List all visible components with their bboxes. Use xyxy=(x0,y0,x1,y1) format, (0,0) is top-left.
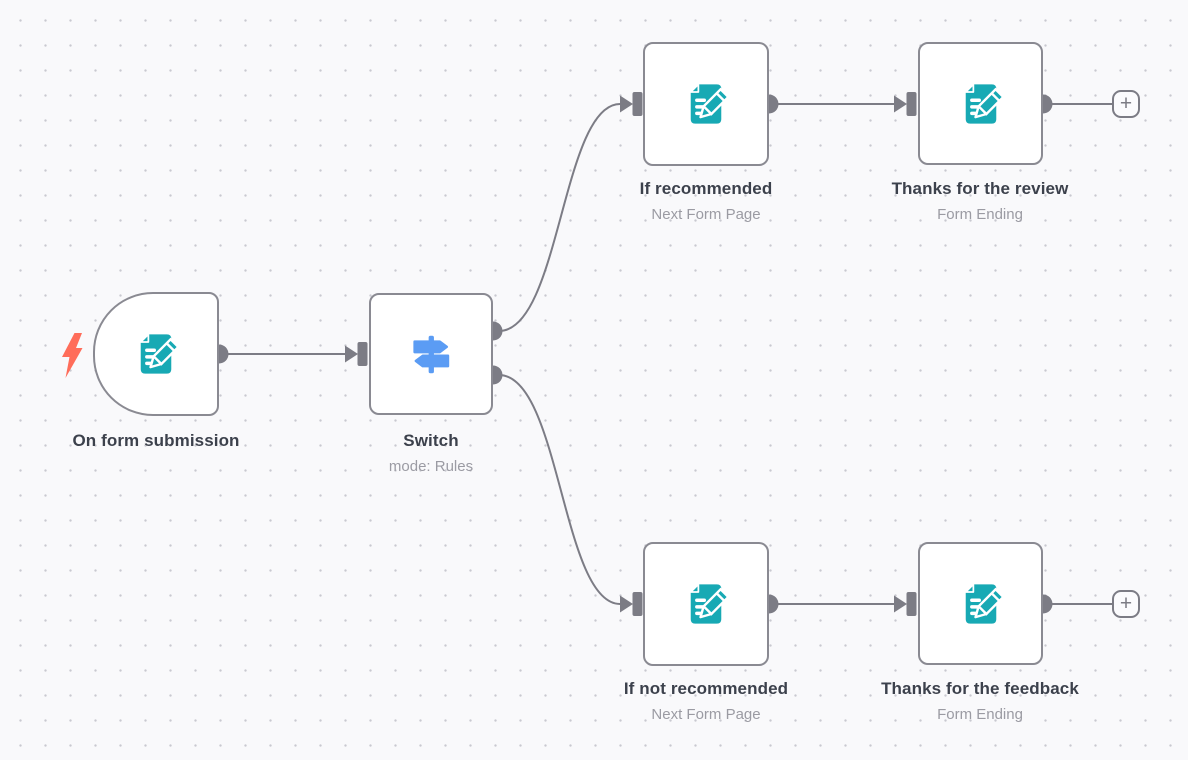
connection-switch-if-not-recommended[interactable] xyxy=(498,374,621,605)
node-box[interactable] xyxy=(369,293,493,415)
signpost-icon xyxy=(405,331,457,378)
node-box[interactable] xyxy=(93,292,219,416)
node-label: Thanks for the review Form Ending xyxy=(830,178,1130,226)
node-subtitle: Form Ending xyxy=(937,206,1023,223)
node-on-form-submission[interactable] xyxy=(93,292,219,416)
node-if-not-recommended[interactable] xyxy=(643,542,769,666)
node-title: Thanks for the feedback xyxy=(881,679,1079,698)
add-node-button[interactable]: + xyxy=(1112,590,1140,618)
input-port[interactable] xyxy=(357,342,368,366)
connection-arrow-icon xyxy=(345,345,358,363)
node-thanks-for-the-review[interactable] xyxy=(918,42,1043,165)
connection-arrow-icon xyxy=(620,595,633,613)
input-port[interactable] xyxy=(906,92,917,116)
node-title: On form submission xyxy=(72,431,240,450)
node-label: Switch mode: Rules xyxy=(281,430,581,478)
form-pencil-icon xyxy=(957,580,1005,628)
input-port[interactable] xyxy=(906,592,917,616)
node-box[interactable] xyxy=(643,542,769,666)
node-subtitle: mode: Rules xyxy=(388,458,474,475)
connection-arrow-icon xyxy=(894,595,907,613)
form-pencil-icon xyxy=(682,580,730,628)
plus-icon: + xyxy=(1119,591,1133,615)
add-node-button[interactable]: + xyxy=(1112,90,1140,118)
node-box[interactable] xyxy=(918,42,1043,165)
connection-arrow-icon xyxy=(620,95,633,113)
node-title: If recommended xyxy=(639,179,773,198)
form-pencil-icon xyxy=(132,330,180,378)
node-label: On form submission xyxy=(6,430,306,452)
node-box[interactable] xyxy=(918,542,1043,665)
node-label: Thanks for the feedback Form Ending xyxy=(830,678,1130,726)
trigger-bolt-icon xyxy=(61,333,83,378)
node-label: If not recommended Next Form Page xyxy=(556,678,856,726)
node-subtitle: Form Ending xyxy=(937,706,1023,723)
node-title: Switch xyxy=(403,431,459,450)
node-subtitle: Next Form Page xyxy=(651,206,761,223)
node-thanks-for-the-feedback[interactable] xyxy=(918,542,1043,665)
node-title: If not recommended xyxy=(623,679,789,698)
node-switch[interactable] xyxy=(369,293,493,415)
input-port[interactable] xyxy=(632,592,643,616)
node-label: If recommended Next Form Page xyxy=(556,178,856,226)
node-title: Thanks for the review xyxy=(891,179,1069,198)
node-subtitle: Next Form Page xyxy=(651,706,761,723)
node-if-recommended[interactable] xyxy=(643,42,769,166)
connection-arrow-icon xyxy=(894,95,907,113)
form-pencil-icon xyxy=(682,80,730,128)
plus-icon: + xyxy=(1119,91,1133,115)
node-box[interactable] xyxy=(643,42,769,166)
input-port[interactable] xyxy=(632,92,643,116)
form-pencil-icon xyxy=(957,80,1005,128)
